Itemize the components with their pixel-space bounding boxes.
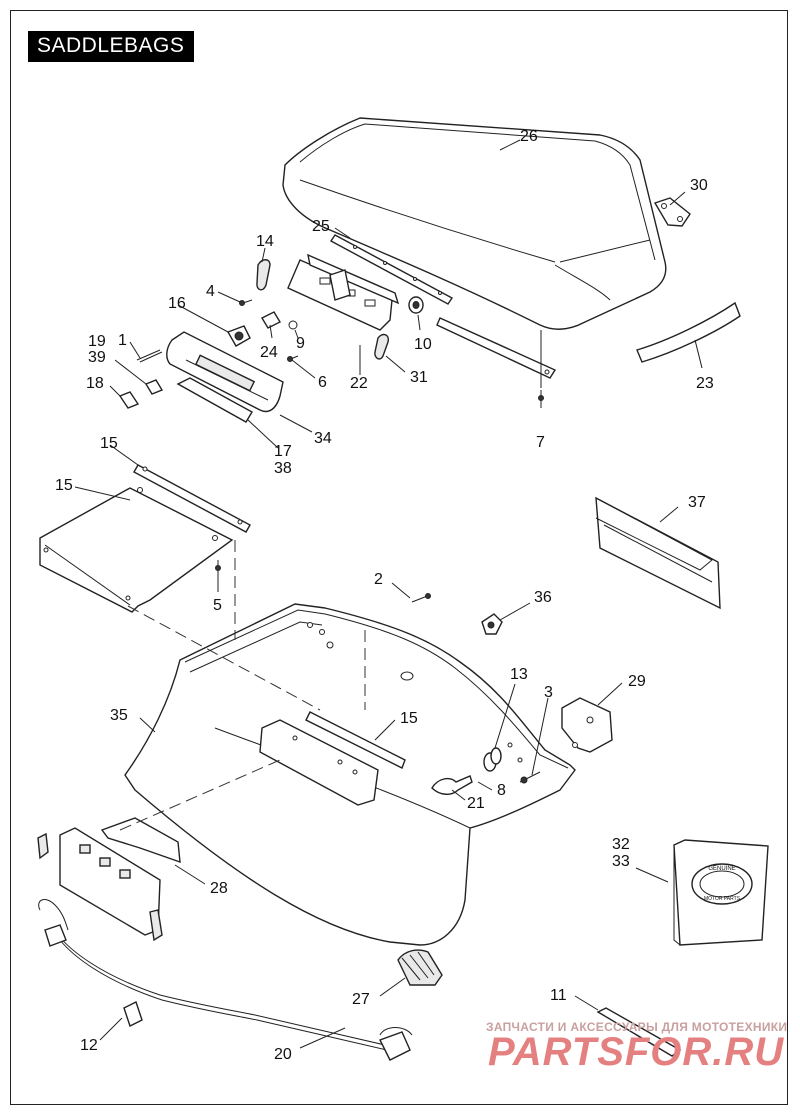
callout-15-mid: 15 (400, 710, 418, 727)
callout-13: 13 (510, 666, 528, 683)
callout-39: 39 (88, 349, 106, 366)
part-plate-17 (176, 377, 253, 423)
part-latch-assembly-28 (37, 817, 181, 942)
part-grommet-10 (408, 296, 424, 314)
part-lock-16 (226, 325, 251, 347)
callout-4: 4 (206, 283, 215, 300)
callout-36: 36 (534, 589, 552, 606)
part-pouch-37 (595, 496, 721, 610)
part-screw-7 (538, 390, 544, 408)
callout-10: 10 (414, 336, 432, 353)
callout-31: 31 (410, 369, 428, 386)
callout-25: 25 (312, 218, 330, 235)
part-strip-15-mid (305, 711, 406, 769)
part-grommet-36 (481, 613, 503, 635)
callout-7: 7 (536, 434, 545, 451)
callout-3: 3 (544, 684, 553, 701)
page-title: SADDLEBAGS (28, 31, 195, 62)
part-bumper-27 (397, 949, 443, 986)
callout-19: 19 (88, 333, 106, 350)
part-lid-strap (436, 317, 557, 388)
part-fasteners-upper (239, 299, 299, 362)
part-washers-13 (483, 747, 502, 772)
part-strip-15-upper (133, 464, 251, 533)
callout-26: 26 (520, 128, 538, 145)
part-strap-11 (596, 1007, 682, 1057)
part-clips-18-39 (118, 379, 164, 409)
callout-29: 29 (628, 673, 646, 690)
part-kit-box-32: GENUINE MOTOR PARTS (673, 839, 769, 946)
part-lid (282, 117, 667, 330)
badge-line-2: MOTOR PARTS (704, 896, 741, 902)
part-latch-plate-22 (287, 253, 400, 331)
watermark-logo: PARTSFOR.RU (488, 1030, 785, 1074)
part-hook-14 (256, 259, 271, 291)
part-inner-plate (259, 719, 379, 806)
callout-labels: 26 30 25 14 4 16 1 19 39 18 24 9 6 22 31… (55, 128, 714, 1063)
callout-11: 11 (550, 987, 567, 1004)
callout-35: 35 (110, 707, 128, 724)
part-hook-31 (374, 333, 390, 360)
callout-38: 38 (274, 460, 292, 477)
callout-12: 12 (80, 1037, 98, 1054)
part-screw-3 (519, 771, 541, 784)
part-screw-2 (411, 593, 431, 603)
callout-2: 2 (374, 571, 383, 588)
part-screw-1 (136, 349, 163, 363)
assembly-lines (119, 540, 366, 831)
part-screw-5 (215, 560, 221, 580)
callout-1: 1 (118, 332, 127, 349)
part-strip-25 (329, 234, 454, 305)
part-bracket-30 (653, 197, 691, 227)
callout-23: 23 (696, 375, 714, 392)
watermark-caption: ЗАПЧАСТИ И АКСЕССУАРЫ ДЛЯ МОТОТЕХНИКИ (486, 1020, 788, 1034)
part-clip-12 (123, 1001, 143, 1027)
callout-18: 18 (86, 375, 104, 392)
callout-34: 34 (314, 430, 332, 447)
callout-16: 16 (168, 295, 186, 312)
callout-8: 8 (497, 782, 506, 799)
callout-17: 17 (274, 443, 292, 460)
callout-37: 37 (688, 494, 706, 511)
callout-28: 28 (210, 880, 228, 897)
callout-22: 22 (350, 375, 368, 392)
callout-20: 20 (274, 1046, 292, 1063)
callout-15-upper: 15 (100, 435, 118, 452)
part-cable-20 (38, 899, 413, 1061)
badge-line-1: GENUINE (708, 866, 735, 872)
callout-6: 6 (318, 374, 327, 391)
part-panel-15 (39, 487, 234, 613)
part-latch-cover-34 (166, 331, 284, 413)
callout-27: 27 (352, 991, 370, 1008)
part-pin-21 (431, 775, 473, 795)
callout-14: 14 (256, 233, 274, 250)
diagram-frame (10, 10, 788, 1105)
callout-15-panel: 15 (55, 477, 73, 494)
callout-24: 24 (260, 344, 278, 361)
callout-9: 9 (296, 335, 305, 352)
callout-5: 5 (213, 597, 222, 614)
callout-21: 21 (467, 795, 485, 812)
leader-lines (74, 139, 703, 1049)
part-hinge-29 (561, 697, 613, 753)
part-strip-23 (636, 301, 741, 363)
callout-33: 33 (612, 853, 630, 870)
callout-32: 32 (612, 836, 630, 853)
callout-30: 30 (690, 177, 708, 194)
